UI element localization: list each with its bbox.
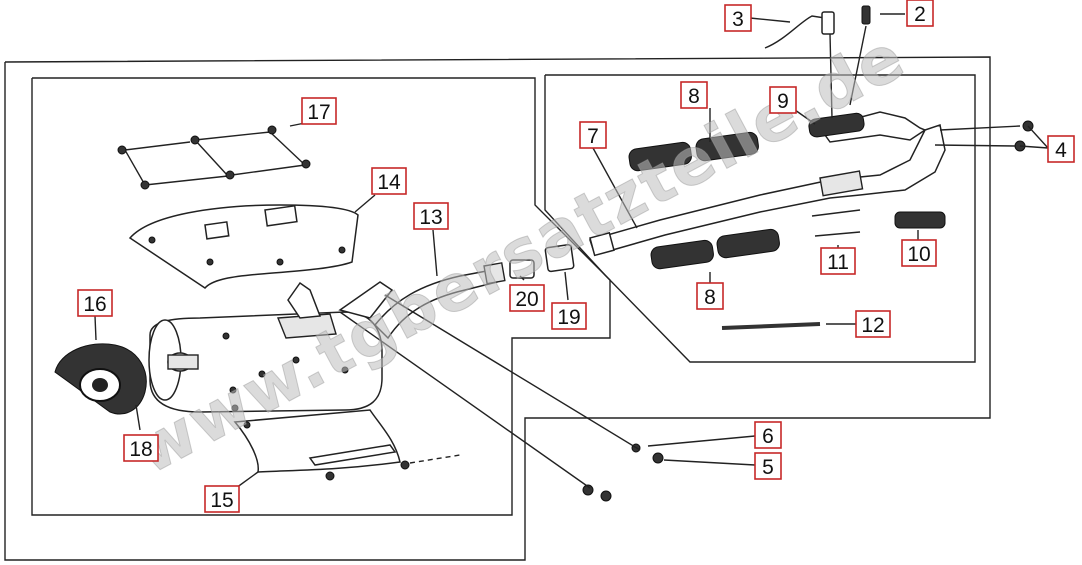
callout-6: 6 (754, 421, 782, 449)
callout-3-text: 3 (732, 8, 744, 31)
sensor-3 (764, 11, 835, 49)
callout-5: 5 (754, 452, 782, 480)
callout-4-text: 4 (1055, 139, 1067, 162)
outer-frame (4, 56, 991, 561)
header-pipe-7 (589, 111, 946, 257)
rod-12 (721, 322, 821, 330)
callout-17: 17 (301, 97, 337, 125)
callout-7: 7 (579, 121, 607, 149)
callout-7-text: 7 (587, 125, 599, 148)
callout-9-text: 9 (777, 90, 789, 113)
callout-8-top-text: 8 (688, 85, 700, 108)
callout-10-text: 10 (907, 243, 930, 266)
callout-2-text: 2 (914, 3, 926, 26)
callout-18-text: 18 (129, 438, 152, 461)
callout-8-bottom: 8 (696, 282, 724, 310)
callout-10: 10 (901, 239, 937, 267)
callout-17-text: 17 (307, 101, 330, 124)
callout-14-text: 14 (377, 171, 401, 194)
callout-8-bottom-text: 8 (704, 286, 716, 309)
callout-11: 11 (820, 247, 856, 275)
callout-12-text: 12 (861, 314, 884, 337)
callout-13: 13 (413, 202, 449, 230)
callout-15: 15 (204, 485, 240, 513)
callout-6-text: 6 (762, 425, 774, 448)
callout-5-text: 5 (762, 456, 774, 479)
callout-8-top: 8 (680, 81, 708, 109)
callout-19-text: 19 (557, 306, 580, 329)
callout-2: 2 (906, 0, 934, 27)
heat-shield-14 (128, 204, 359, 289)
end-cap-16 (54, 343, 147, 415)
muffler-assembly (148, 281, 394, 413)
clamps-8 (628, 131, 780, 270)
bolt-set-17 (117, 125, 311, 190)
callout-9: 9 (769, 86, 797, 114)
sleeves-19-20 (509, 244, 575, 279)
callout-16-text: 16 (83, 293, 106, 316)
callout-20-text: 20 (515, 288, 538, 311)
callout-19: 19 (551, 302, 587, 330)
callout-15-text: 15 (210, 489, 233, 512)
sleeve-9 (808, 112, 865, 138)
callout-11-text: 11 (827, 251, 849, 274)
callout-18: 18 (123, 434, 159, 462)
callout-4: 4 (1047, 135, 1075, 163)
springs-11 (811, 209, 861, 237)
callout-20: 20 (509, 284, 545, 312)
callout-13-text: 13 (419, 206, 442, 229)
callout-14: 14 (371, 167, 407, 195)
callout-3: 3 (724, 4, 752, 32)
bracket-10 (894, 211, 946, 229)
callout-12: 12 (855, 310, 891, 338)
bolts-5-6 (582, 443, 664, 502)
callout-16: 16 (77, 289, 113, 317)
plug-2 (861, 5, 871, 25)
lower-shield-15 (231, 404, 461, 481)
